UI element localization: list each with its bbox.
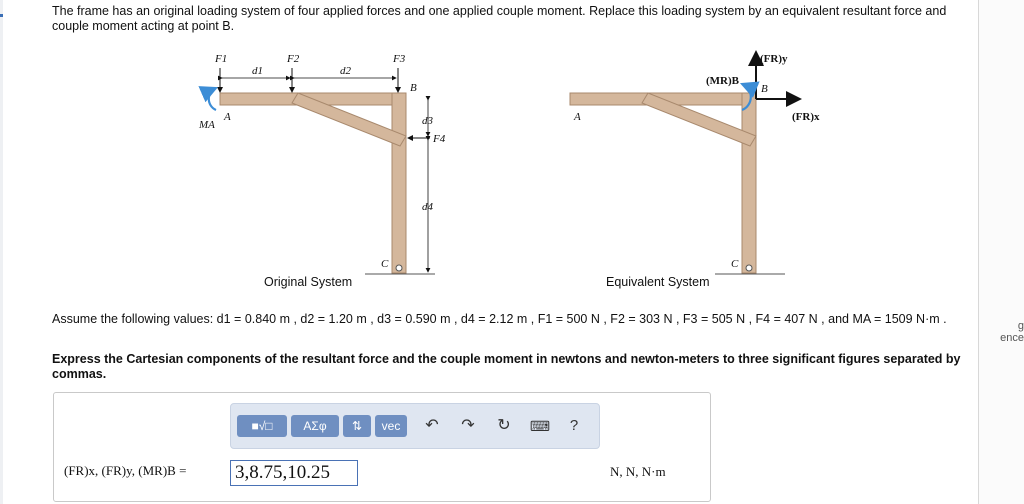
label-ma: MA [198,119,215,131]
resultant-moment-arc [739,81,760,112]
frame-figure: F1 F2 F3 F4 d1 d2 d3 d4 A B C MA Origina… [160,40,820,305]
side-panel-peek: g ence [978,320,1024,360]
template-button[interactable]: ■√□ [237,415,287,437]
eq-label-point-b: B [761,83,768,95]
side-peek-line-1: g [1017,320,1024,332]
label-f4: F4 [432,133,446,145]
right-panel [979,0,1024,504]
equation-toolbar: ■√□ ΑΣφ ⇅ vec ↶ ↷ ↻ ⌨ ? [230,403,600,449]
moment-ma-arc [198,86,219,112]
caption-original-system: Original System [264,275,352,289]
label-fr-y: (FR)y [760,53,788,65]
label-f2: F2 [286,53,300,65]
given-values: Assume the following values: d1 = 0.840 … [52,312,947,326]
answer-input[interactable]: 3,8.75,10.25 [230,460,358,486]
eq-vertical-post [741,92,757,274]
sort-button[interactable]: ⇅ [343,415,371,437]
label-point-c: C [381,258,389,270]
eq-support-c [745,264,753,272]
redo-icon[interactable]: ↷ [461,417,475,434]
left-page-edge [0,0,3,504]
answer-units: N, N, N·m [610,464,666,479]
reset-icon[interactable]: ↻ [497,417,511,434]
label-f3: F3 [392,53,406,65]
vector-button[interactable]: vec [375,415,407,437]
undo-icon[interactable]: ↶ [425,417,439,434]
problem-statement: The frame has an original loading system… [52,4,947,33]
support-c [395,264,403,272]
label-d2: d2 [340,65,352,77]
label-d4: d4 [422,201,434,213]
answer-panel: ■√□ ΑΣφ ⇅ vec ↶ ↷ ↻ ⌨ ? (FR)x, (FR)y, (M… [53,392,711,502]
label-point-a: A [223,111,231,123]
answer-label: (FR)x, (FR)y, (MR)B = [64,463,187,478]
help-icon[interactable]: ? [569,417,579,434]
caption-equivalent-system: Equivalent System [606,275,710,289]
side-peek-line-2: ence [1000,332,1024,344]
equivalent-system-diagram: (FR)y (FR)x (MR)B A B C Equivalent Syste… [569,50,820,289]
vertical-post [391,92,407,274]
eq-diagonal-brace [641,92,757,147]
left-edge-marker [0,14,3,17]
greek-symbols-button[interactable]: ΑΣφ [291,415,339,437]
right-page-edge [978,0,979,504]
label-d3: d3 [422,115,434,127]
instruction-text: Express the Cartesian components of the … [52,352,961,381]
label-mr-b: (MR)B [706,75,740,87]
label-f1: F1 [214,53,227,65]
label-d1: d1 [252,65,263,77]
eq-label-point-c: C [731,258,739,270]
label-point-b: B [410,82,417,94]
eq-label-point-a: A [573,111,581,123]
diagonal-brace [291,92,407,147]
label-fr-x: (FR)x [792,111,820,123]
keyboard-icon[interactable]: ⌨ [529,418,551,434]
original-system-diagram: F1 F2 F3 F4 d1 d2 d3 d4 A B C MA Origina… [198,53,446,289]
